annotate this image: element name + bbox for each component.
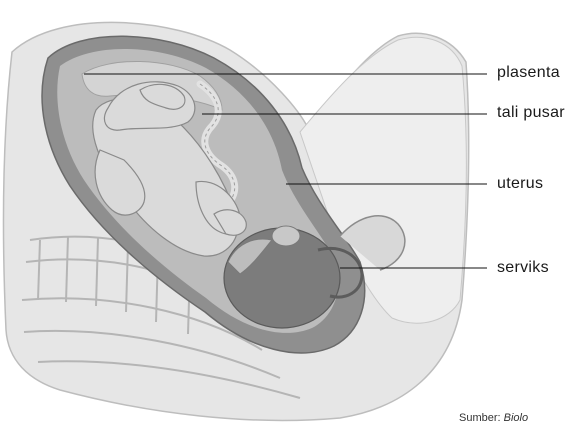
label-plasenta: plasenta (497, 64, 560, 82)
fetus-ear (272, 226, 300, 246)
label-uterus: uterus (497, 175, 543, 193)
source-prefix: Sumber: (459, 412, 501, 424)
source-title: Biolo (504, 412, 528, 424)
source-caption: Sumber: Biolo (459, 412, 528, 424)
label-tali-pusar: tali pusar (497, 104, 565, 122)
label-serviks: serviks (497, 259, 549, 277)
